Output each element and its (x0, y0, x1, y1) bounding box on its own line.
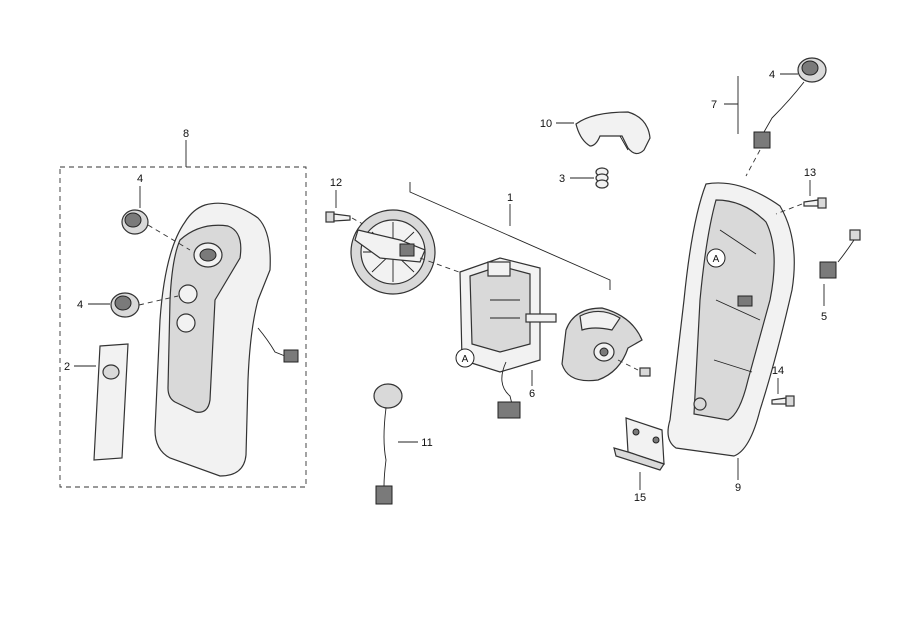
friction-wheel (350, 209, 436, 295)
ref-a-left: A (455, 348, 475, 368)
assembly-line (745, 149, 761, 177)
assembly-line (147, 224, 191, 251)
callout-9: 9 (735, 482, 741, 494)
screw-14 (771, 395, 795, 407)
callout-4-lower: 4 (77, 299, 83, 311)
screw-12 (325, 211, 351, 223)
kit-8-boundary (59, 166, 307, 488)
ref-a-right: A (706, 248, 726, 268)
svg-text:A: A (713, 254, 720, 265)
cover-cap-10 (575, 111, 651, 155)
harness-6-connector (497, 401, 521, 419)
push-button-lower (110, 292, 140, 318)
screw-small (639, 367, 651, 377)
callout-6: 6 (529, 388, 535, 400)
thumb-switch-11 (373, 383, 403, 505)
callout-12: 12 (330, 177, 342, 189)
throttle-frame (459, 257, 557, 373)
callout-10: 10 (540, 118, 552, 130)
callout-2: 2 (64, 361, 70, 373)
callout-14: 14 (772, 365, 784, 377)
assembly-line (351, 217, 371, 229)
callout-5: 5 (821, 311, 827, 323)
callout-4-top: 4 (769, 69, 775, 81)
callout-4-upper: 4 (137, 173, 143, 185)
top-button-4 (753, 57, 827, 149)
spring-3 (595, 167, 609, 189)
push-button-upper (121, 209, 149, 235)
mount-plate-15 (613, 417, 665, 471)
callout-1: 1 (507, 192, 513, 204)
callout-7: 7 (711, 99, 717, 111)
harness-6-wire (501, 361, 513, 405)
bracket-1 (409, 182, 611, 290)
screw-13 (803, 197, 827, 209)
assembly-line (617, 359, 639, 371)
switch-harness-5 (819, 229, 861, 279)
assembly-line (775, 203, 803, 215)
callout-13: 13 (804, 167, 816, 179)
bracket-7 (724, 76, 739, 134)
callout-8: 8 (183, 128, 189, 140)
shell-housing (154, 202, 299, 477)
decal-label (93, 343, 129, 461)
callout-15: 15 (634, 492, 646, 504)
side-housing-9 (667, 182, 795, 457)
callout-11: 11 (421, 437, 432, 449)
assembly-line (138, 295, 179, 306)
callout-3: 3 (559, 173, 565, 185)
handle-cam (561, 307, 643, 382)
svg-text:A: A (462, 354, 469, 365)
